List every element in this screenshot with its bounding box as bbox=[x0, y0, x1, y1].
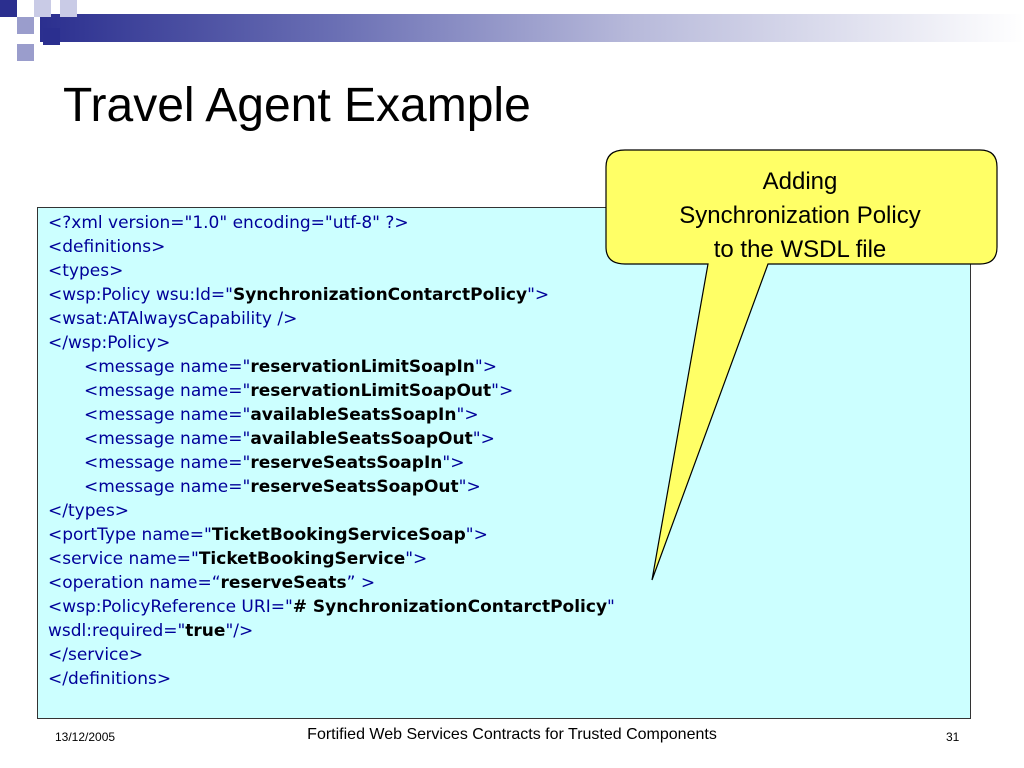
code-line: </wsp:Policy> bbox=[48, 333, 171, 353]
header-gradient-bar bbox=[40, 14, 1024, 42]
page-number: 31 bbox=[946, 730, 960, 744]
decor-square-6 bbox=[17, 44, 34, 61]
decor-square-5 bbox=[60, 0, 77, 17]
code-line: <wsat:ATAlwaysCapability /> bbox=[48, 309, 298, 329]
code-line: <types> bbox=[48, 261, 124, 281]
code-line: <wsp:PolicyReference URI="# Synchronizat… bbox=[48, 597, 615, 617]
callout-line: Synchronization Policy bbox=[679, 202, 921, 229]
code-line: <message name="availableSeatsSoapIn"> bbox=[84, 405, 479, 425]
footer-date: 13/12/2005 bbox=[55, 730, 116, 744]
code-line: </service> bbox=[48, 645, 144, 665]
decor-square-4 bbox=[43, 28, 60, 45]
code-line: </definitions> bbox=[48, 669, 172, 689]
code-line: <message name="reserveSeatsSoapOut"> bbox=[84, 477, 481, 497]
code-line: </types> bbox=[48, 501, 130, 521]
code-line: <message name="reserveSeatsSoapIn"> bbox=[84, 453, 465, 473]
code-line: <message name="availableSeatsSoapOut"> bbox=[84, 429, 495, 449]
code-line: <message name="reservationLimitSoapOut"> bbox=[84, 381, 514, 401]
code-line: <wsp:Policy wsu:Id="SynchronizationConta… bbox=[48, 285, 550, 305]
wsdl-code-box: <?xml version="1.0" encoding="utf-8" ?> … bbox=[37, 207, 971, 719]
decor-square-2 bbox=[17, 17, 34, 34]
decor-square-1 bbox=[0, 0, 17, 17]
code-line: <operation name=“reserveSeats” > bbox=[48, 573, 376, 593]
code-line: <service name="TicketBookingService"> bbox=[48, 549, 428, 569]
slide-title: Travel Agent Example bbox=[63, 79, 531, 132]
callout-line: Adding bbox=[762, 168, 838, 195]
code-line: <definitions> bbox=[48, 237, 166, 257]
code-line: wsdl:required="true"/> bbox=[48, 621, 254, 641]
decor-square-3 bbox=[34, 0, 51, 17]
callout-text: Adding Synchronization Policy to the WSD… bbox=[610, 165, 990, 267]
code-line: <message name="reservationLimitSoapIn"> bbox=[84, 357, 497, 377]
callout-line: to the WSDL file bbox=[713, 236, 887, 263]
code-line: <portType name="TicketBookingServiceSoap… bbox=[48, 525, 488, 545]
code-line: <?xml version="1.0" encoding="utf-8" ?> bbox=[48, 213, 409, 233]
footer-title: Fortified Web Services Contracts for Tru… bbox=[307, 726, 717, 743]
